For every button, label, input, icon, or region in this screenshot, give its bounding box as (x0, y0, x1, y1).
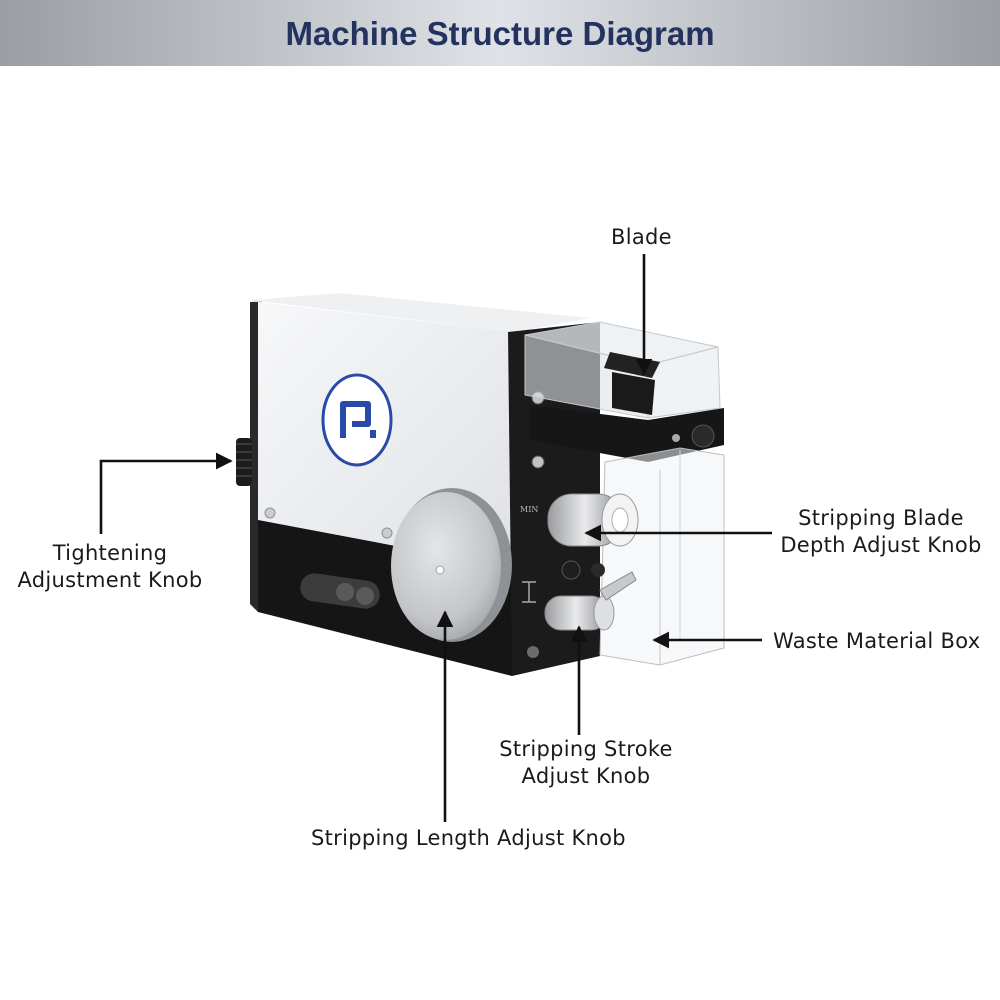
small-knob-icon (561, 560, 581, 580)
label-length-knob: Stripping Length Adjust Knob (311, 826, 626, 850)
label-waste-box: Waste Material Box (773, 629, 981, 653)
slot-roller (356, 587, 374, 605)
stroke-knob-icon (544, 571, 637, 631)
machine: MIN (236, 293, 725, 676)
label-blade: Blade (611, 225, 672, 249)
slot-roller (336, 583, 354, 601)
blade-bar-knob-icon (691, 424, 715, 448)
screw (527, 646, 539, 658)
machine-side-dark (250, 302, 258, 612)
label-line: Stripping Stroke (499, 737, 673, 761)
waste-material-box (599, 447, 725, 666)
column-mark-icon (522, 581, 536, 603)
screw (264, 507, 276, 519)
min-mark: MIN (520, 505, 538, 514)
blade-depth-knob-icon (547, 493, 639, 547)
label-stroke-knob: Stripping Stroke Adjust Knob (488, 736, 684, 790)
screw (672, 434, 680, 442)
header-bar: Machine Structure Diagram (0, 0, 1000, 66)
label-tightening-knob: Tightening Adjustment Knob (10, 540, 210, 594)
label-line: Adjust Knob (521, 764, 651, 788)
screw (381, 527, 393, 539)
callouts (99, 254, 772, 822)
blade-bar (530, 405, 724, 462)
blade-housing (524, 321, 721, 419)
tightening-knob-icon (236, 438, 252, 486)
small-knob-icon (591, 563, 605, 577)
page-title: Machine Structure Diagram (285, 15, 715, 52)
brand-logo-icon (321, 373, 393, 467)
label-line: Tightening (52, 541, 168, 565)
stripping-length-wheel-icon (391, 488, 512, 642)
label-blade-depth-knob: Stripping Blade Depth Adjust Knob (770, 505, 992, 559)
machine-top-white (252, 293, 590, 332)
callout-tightening (99, 452, 233, 534)
screw (531, 455, 545, 469)
label-line: Adjustment Knob (17, 568, 203, 592)
label-line: Stripping Blade (798, 506, 964, 530)
label-line: Depth Adjust Knob (780, 533, 982, 557)
